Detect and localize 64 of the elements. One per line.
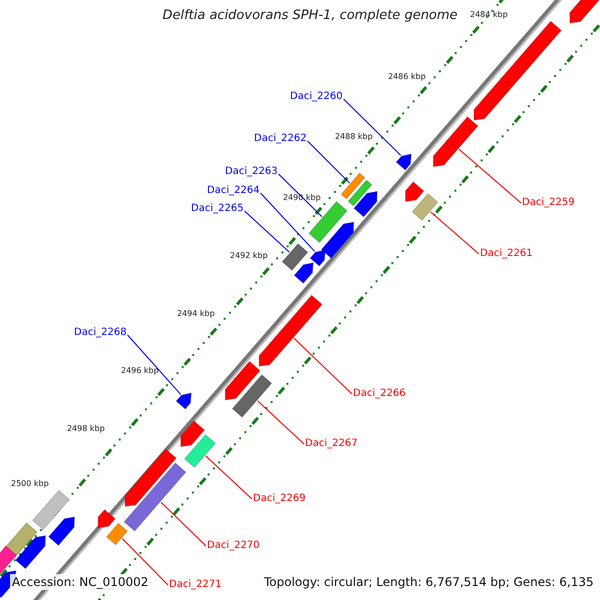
gene-feature: [224, 360, 261, 401]
leader-line: [307, 140, 350, 184]
gene-feature: [48, 516, 76, 546]
scale-label: 2490 kbp: [283, 193, 321, 203]
scale-label: 2500 kbp: [11, 479, 49, 489]
scale-label: 2486 kbp: [388, 72, 426, 82]
accession-text: Accession: NC_010002: [10, 574, 150, 590]
gene-block: [340, 172, 366, 200]
gene-feature: [124, 448, 177, 507]
gene-label: Daci_2268: [74, 327, 127, 339]
leader-line: [294, 338, 352, 394]
gene-label: Daci_2264: [207, 185, 260, 197]
gene-feature: [98, 508, 116, 528]
gene-block: [184, 434, 216, 468]
gene-label: Daci_2267: [305, 438, 358, 450]
gene-block: [123, 462, 187, 532]
gene-block: [0, 545, 18, 575]
gene-label: Daci_2271: [169, 579, 222, 591]
leader-line: [430, 211, 480, 254]
gene-block: [412, 192, 438, 222]
gene-label: Daci_2261: [480, 248, 533, 260]
leader-line: [244, 210, 290, 253]
leader-line: [458, 148, 522, 204]
leader-line: [278, 174, 322, 218]
gene-feature: [473, 20, 562, 121]
gene-feature: [432, 116, 479, 168]
leader-line: [160, 502, 206, 546]
gene-block: [282, 242, 308, 272]
gene-label: Daci_2266: [353, 388, 406, 400]
gene-feature: [180, 420, 206, 448]
gene-block: [32, 490, 70, 530]
gene-feature: [258, 294, 323, 367]
leader-line: [343, 98, 402, 156]
gene-feature: [294, 262, 314, 284]
gene-label: Daci_2259: [522, 197, 575, 209]
scale-label: 2498 kbp: [67, 424, 105, 434]
gene-feature: [396, 153, 412, 171]
scale-label: 2492 kbp: [230, 251, 268, 261]
gene-block: [106, 522, 128, 546]
leader-line: [127, 334, 182, 395]
leader-line: [122, 538, 168, 586]
gene-label: Daci_2263: [225, 166, 278, 178]
gene-feature: [404, 181, 425, 202]
scale-label: 2488 kbp: [335, 132, 373, 142]
scale-label: 2494 kbp: [177, 309, 215, 319]
leader-line: [205, 455, 252, 500]
scale-label: 2496 kbp: [121, 366, 159, 376]
gene-feature: [176, 392, 192, 410]
gene-feature: [320, 222, 354, 259]
leader-line: [257, 400, 304, 444]
gene-block: [347, 179, 373, 207]
gene-label: Daci_2269: [253, 493, 306, 505]
gene-block: [308, 200, 348, 244]
gene-label: Daci_2262: [254, 133, 307, 145]
leader-line: [260, 192, 316, 252]
gene-block: [232, 374, 272, 418]
gene-label: Daci_2265: [191, 203, 244, 215]
gene-feature: [569, 0, 600, 24]
gene-label: Daci_2260: [290, 91, 343, 103]
gene-feature: [14, 535, 46, 570]
gene-feature: [353, 190, 378, 218]
title: Delftia acidovorans SPH-1, complete genome: [162, 8, 458, 23]
topology-text: Topology: circular; Length: 6,767,514 bp; Genes: 6,135: [262, 574, 596, 590]
gene-label: Daci_2270: [207, 540, 260, 552]
